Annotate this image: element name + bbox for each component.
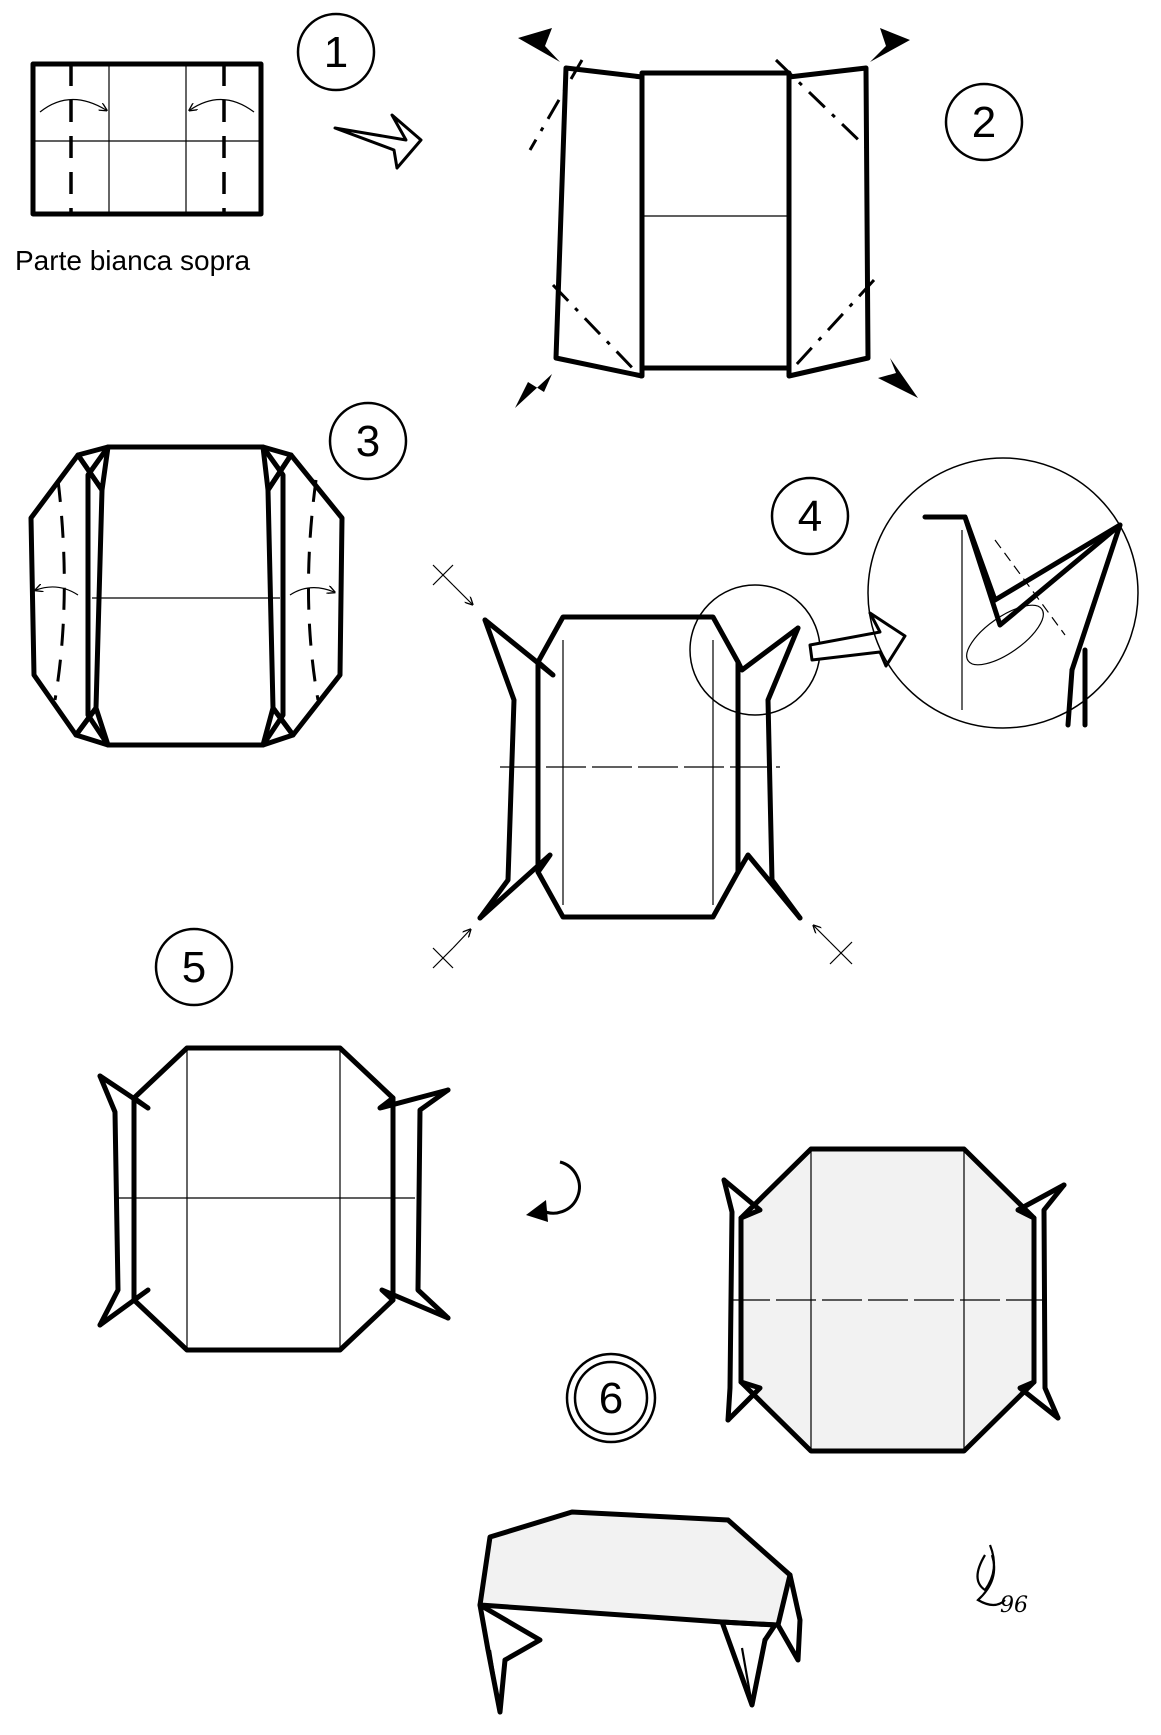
zoom-detail [867,457,1139,729]
caption-white-side-up: Parte bianca sopra [15,245,250,276]
zoom-circle-icon [689,584,821,716]
arrow-right-icon [333,113,423,170]
rotate-icon [526,1160,581,1222]
step-4-body [535,614,741,920]
step-2-badge: 2 [944,82,1024,162]
step-5-badge: 5 [154,927,234,1007]
step-5: 5 [97,927,581,1353]
step-1-number: 1 [324,28,348,77]
fold-arrow-icon [190,98,255,113]
step-2: 2 [515,28,1024,408]
corner-arrowhead-icon [518,28,560,62]
step-1-badge: 1 [296,12,376,92]
step-3-body [85,444,286,748]
sink-x-icon [432,564,472,604]
step-6-badge: 6 [565,1352,657,1444]
corner-arrowhead-icon [515,374,552,408]
step-2-number: 2 [972,98,996,147]
step-4-badge: 4 [770,476,850,556]
fold-arrow-icon [39,98,106,113]
step-2-center [639,70,792,371]
step-4: 4 [432,457,1139,969]
sink-x-icon [432,930,470,969]
step-3: 3 [28,401,408,748]
sink-x-icon [814,926,853,965]
step-6-number: 6 [599,1374,623,1423]
step-1: 1 Parte bianca sopra [15,12,423,276]
step-4-number: 4 [798,492,822,541]
step-5-body [131,1045,396,1353]
corner-arrowhead-icon [878,358,918,398]
step-1-sheet [30,61,264,217]
step-3-number: 3 [356,417,380,466]
finished-table [477,1509,803,1715]
corner-arrowhead-icon [870,28,910,62]
signature-year: 96 [1000,1593,1028,1618]
signature-icon: 96 [976,1544,1028,1618]
arrow-right-icon [808,611,907,668]
step-3-badge: 3 [328,401,408,481]
step-5-number: 5 [182,943,206,992]
step-6: 6 96 [477,1146,1067,1715]
